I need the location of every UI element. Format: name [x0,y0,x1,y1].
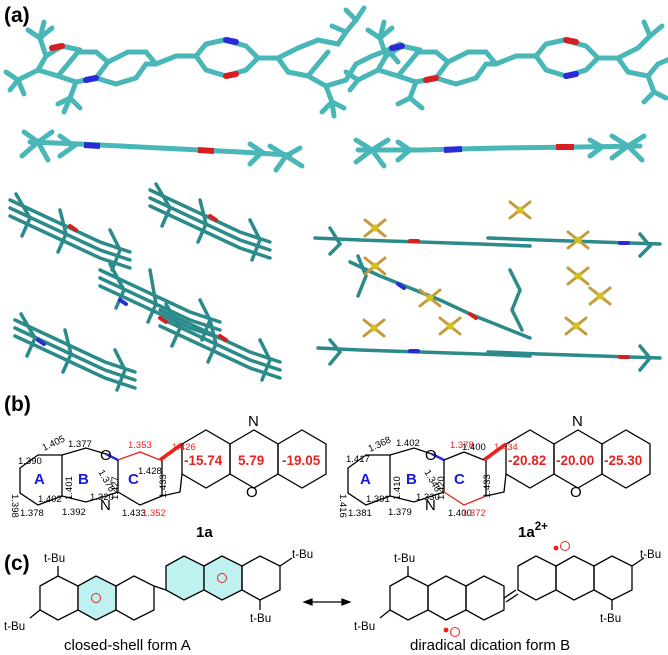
crystal-packing-right [313,200,662,372]
bond-1a2-10: 1.420 [436,476,447,500]
bond-1a-11: 1.428 [138,466,162,477]
bond-1a-1: 1.405 [41,434,67,454]
atom-n-left-2: N [248,413,259,430]
bond-1a2-5: 1.410 [392,476,403,500]
tbu-b-3: t-Bu [640,549,661,561]
bond-1a2-red-2: 1.372 [462,508,486,519]
bond-1a-red-1: 1.426 [172,442,196,453]
resonance-arrow [302,598,352,606]
bond-1a-0: 1.390 [18,456,42,467]
compound-label-1a2plus: 1a2+ [518,521,548,541]
bond-1a2-4: 1.391 [366,494,390,505]
bond-1a-red-2: 1.352 [142,508,166,519]
atom-o-left-2: O [246,484,258,501]
panel-label-a: (a) [4,4,30,27]
panel-label-c: (c) [4,552,30,575]
ring-label-a-left: A [34,471,45,488]
crystal-structure-side-view-left [19,129,305,173]
labels-form-a: t-Bu t-Bu t-Bu t-Bu closed-shell form A [4,549,313,654]
bond-1a-13: 1.433 [158,474,169,498]
nics-1a-2: -19.05 [282,453,321,468]
bond-1a2-0: 1.417 [346,454,370,465]
cation-mark-1 [560,541,570,551]
bond-1a-5: 1.401 [64,476,75,500]
bond-1a2-red-0: 1.378 [450,440,474,451]
bond-1a-red-0: 1.353 [128,440,152,451]
bond-1a2-6: 1.379 [388,507,412,518]
crystal-structure-top-view-left [3,5,403,119]
structure-diradical-dication-form-b [379,555,645,621]
bond-1a-7: 1.378 [20,508,44,519]
atom-n-right-2: N [572,413,583,430]
atom-n-left-1: N [100,497,111,514]
bond-1a-10: 1.427 [110,476,121,500]
compound-label-1a: 1a [196,524,213,541]
tbu-b-1: t-Bu [394,553,415,565]
nics-1a2-0: -20.82 [508,453,546,468]
bond-labels-1a: A B C O N N O 1.390 1.405 1.377 1.398 1.… [9,413,321,541]
atom-o-right-2: O [570,484,582,501]
caption-form-a: closed-shell form A [64,637,191,654]
bond-1a2-red-1: 1.434 [494,442,518,453]
radical-dot-2 [443,627,449,633]
nics-1a2-1: -20.00 [556,453,594,468]
bond-1a2-3: 1.416 [337,494,348,518]
nics-1a-0: -15.74 [184,453,223,468]
bond-1a2-1: 1.368 [367,435,393,455]
ring-label-b-left: B [78,471,89,488]
bond-1a-4: 1.402 [38,494,62,505]
structure-closed-shell-form-a [29,555,293,621]
cation-mark-2 [450,627,460,637]
tbu-a-4: t-Bu [250,613,271,625]
bond-1a-9: 1.320 [90,492,114,503]
bond-1a2-13: 1.433 [482,474,493,498]
ring-label-c-right: C [454,471,465,488]
tbu-a-1: t-Bu [44,553,65,565]
nics-1a-1: 5.79 [238,453,264,468]
bond-1a2-7: 1.381 [348,508,372,519]
tbu-a-2: t-Bu [4,621,25,633]
ring-label-b-right: B [406,471,417,488]
bond-length-diagram-1a2plus [347,429,651,506]
crystal-structure-side-view-right [353,133,647,169]
crystal-structure-top-view-right [343,19,668,111]
ring-label-a-right: A [360,471,371,488]
labels-form-b: t-Bu t-Bu t-Bu t-Bu diradical dication f… [354,541,661,654]
bond-1a2-9: 1.330 [416,492,440,503]
bond-1a-6: 1.392 [62,507,86,518]
ring-label-c-left: C [128,471,139,488]
panel-label-b: (b) [4,393,31,416]
bond-length-diagram-1a [19,429,327,506]
nics-1a2-2: -25.30 [604,453,642,468]
bond-1a2-2: 1.402 [396,438,420,449]
atom-o-left-1: O [100,447,112,464]
tbu-b-4: t-Bu [600,613,621,625]
tbu-b-2: t-Bu [354,621,375,633]
atom-n-right-1: N [425,497,436,514]
tbu-a-3: t-Bu [292,549,313,561]
crystal-packing-left [8,182,282,392]
caption-form-b: diradical dication form B [410,637,570,654]
atom-o-right-1: O [425,447,437,464]
bond-labels-1a2plus: A B C O N N O 1.417 1.368 1.402 1.416 1.… [337,413,642,541]
bond-1a2-11: 1.400 [462,442,486,453]
bond-1a2-12: 1.400 [448,508,472,519]
bond-1a-12: 1.433 [122,508,146,519]
bond-1a-3: 1.398 [9,494,20,518]
bond-1a-2: 1.377 [68,439,92,450]
radical-dot-1 [553,545,559,551]
